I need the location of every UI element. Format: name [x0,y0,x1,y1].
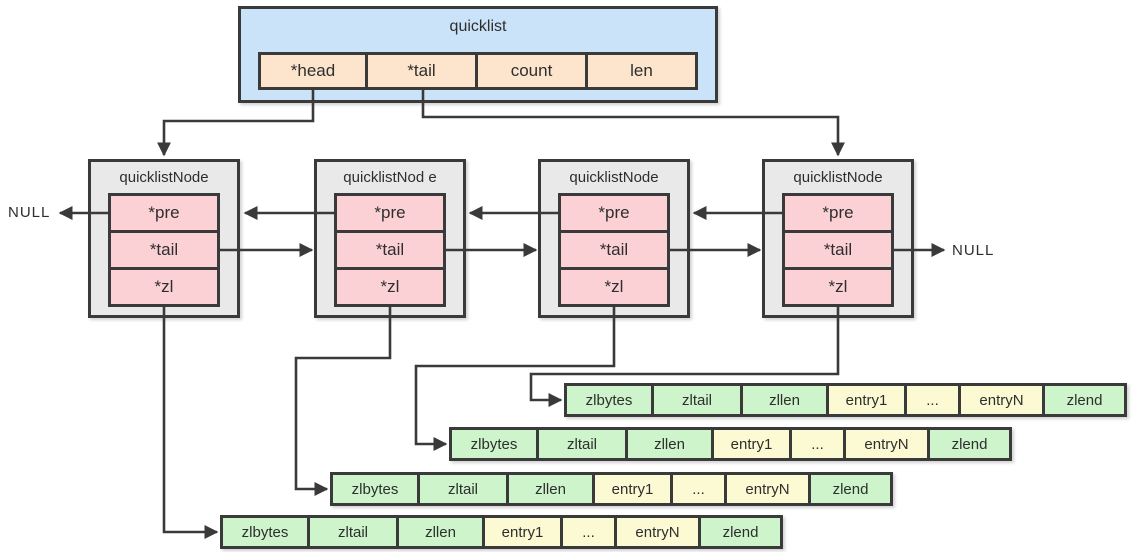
arrow-node2-zl-to-ziplist3 [294,306,392,497]
ziplist-cell-zlbytes: zlbytes [330,472,420,506]
node-cell-zl: *zl [334,267,446,307]
node-cell-pre: *pre [782,193,894,233]
quicklistnode-box-1: quicklistNode *pre *tail *zl [88,159,240,318]
quicklistnode-box-3: quicklistNode *pre *tail *zl [538,159,690,318]
node-cells: *pre *tail *zl [558,193,670,307]
node-cell-pre: *pre [334,193,446,233]
ziplist-cell-entry1: entry1 [592,472,673,506]
quicklist-title: quicklist [449,18,507,35]
quicklist-cell-count: count [475,52,588,90]
node-title: quicklistNode [569,169,659,186]
ziplist-cell-entryN: entryN [614,515,701,549]
ziplist-cell-zlend: zlend [808,472,893,506]
node-cell-zl: *zl [108,267,220,307]
ziplist-cell-zllen: zllen [506,472,595,506]
ziplist-cell-entry1: entry1 [711,427,792,461]
quicklist-cell-tail: *tail [365,52,478,90]
quicklist-cell-head: *head [258,52,368,90]
ziplist-cell-entryN: entryN [958,383,1045,417]
node-cell-tail: *tail [108,230,220,270]
ziplist-cell-zlend: zlend [1042,383,1127,417]
node-cells: *pre *tail *zl [108,193,220,307]
quicklistnode-box-4: quicklistNode *pre *tail *zl [762,159,914,318]
node-cell-zl: *zl [558,267,670,307]
node-title: quicklistNod e [343,169,437,186]
node-title: quicklistNode [119,169,209,186]
ziplist-cell-zllen: zllen [740,383,829,417]
ziplist-cell-ellipsis: ... [904,383,961,417]
node-cell-pre: *pre [108,193,220,233]
node-cells: *pre *tail *zl [334,193,446,307]
ziplist-row-3: zlbytes zltail zllen entry1 ... entryN z… [330,472,893,506]
ziplist-cell-zltail: zltail [307,515,399,549]
ziplist-cell-entry1: entry1 [482,515,563,549]
ziplist-cell-entry1: entry1 [826,383,907,417]
ziplist-cell-ellipsis: ... [789,427,846,461]
quicklist-cell-len: len [585,52,698,90]
ziplist-cell-zllen: zllen [625,427,714,461]
node-title: quicklistNode [793,169,883,186]
ziplist-row-1: zlbytes zltail zllen entry1 ... entryN z… [564,383,1127,417]
ziplist-row-4: zlbytes zltail zllen entry1 ... entryN z… [220,515,783,549]
ziplist-cell-zltail: zltail [536,427,628,461]
ziplist-cell-zlbytes: zlbytes [220,515,310,549]
ziplist-cell-zlbytes: zlbytes [564,383,654,417]
node-cell-zl: *zl [782,267,894,307]
ziplist-cell-zlbytes: zlbytes [449,427,539,461]
arrow-node3-zl-to-ziplist2 [414,306,616,452]
node-cell-pre: *pre [558,193,670,233]
null-label-left: NULL [8,204,51,221]
node-cells: *pre *tail *zl [782,193,894,307]
node-cell-tail: *tail [334,230,446,270]
ziplist-row-2: zlbytes zltail zllen entry1 ... entryN z… [449,427,1012,461]
ziplist-cell-entryN: entryN [724,472,811,506]
quicklistnode-box-2: quicklistNod e *pre *tail *zl [314,159,466,318]
ziplist-cell-zltail: zltail [417,472,509,506]
ziplist-cell-zllen: zllen [396,515,485,549]
ziplist-cell-zltail: zltail [651,383,743,417]
node-cell-tail: *tail [782,230,894,270]
ziplist-cell-entryN: entryN [843,427,930,461]
quicklist-fields-row: *head *tail count len [258,52,698,90]
ziplist-cell-ellipsis: ... [670,472,727,506]
arrow-node1-zl-to-ziplist4 [162,306,219,540]
node-cell-tail: *tail [558,230,670,270]
ziplist-cell-zlend: zlend [927,427,1012,461]
null-label-right: NULL [952,242,995,259]
ziplist-cell-ellipsis: ... [560,515,617,549]
ziplist-cell-zlend: zlend [698,515,783,549]
quicklist-box: quicklist *head *tail count len [238,6,718,103]
